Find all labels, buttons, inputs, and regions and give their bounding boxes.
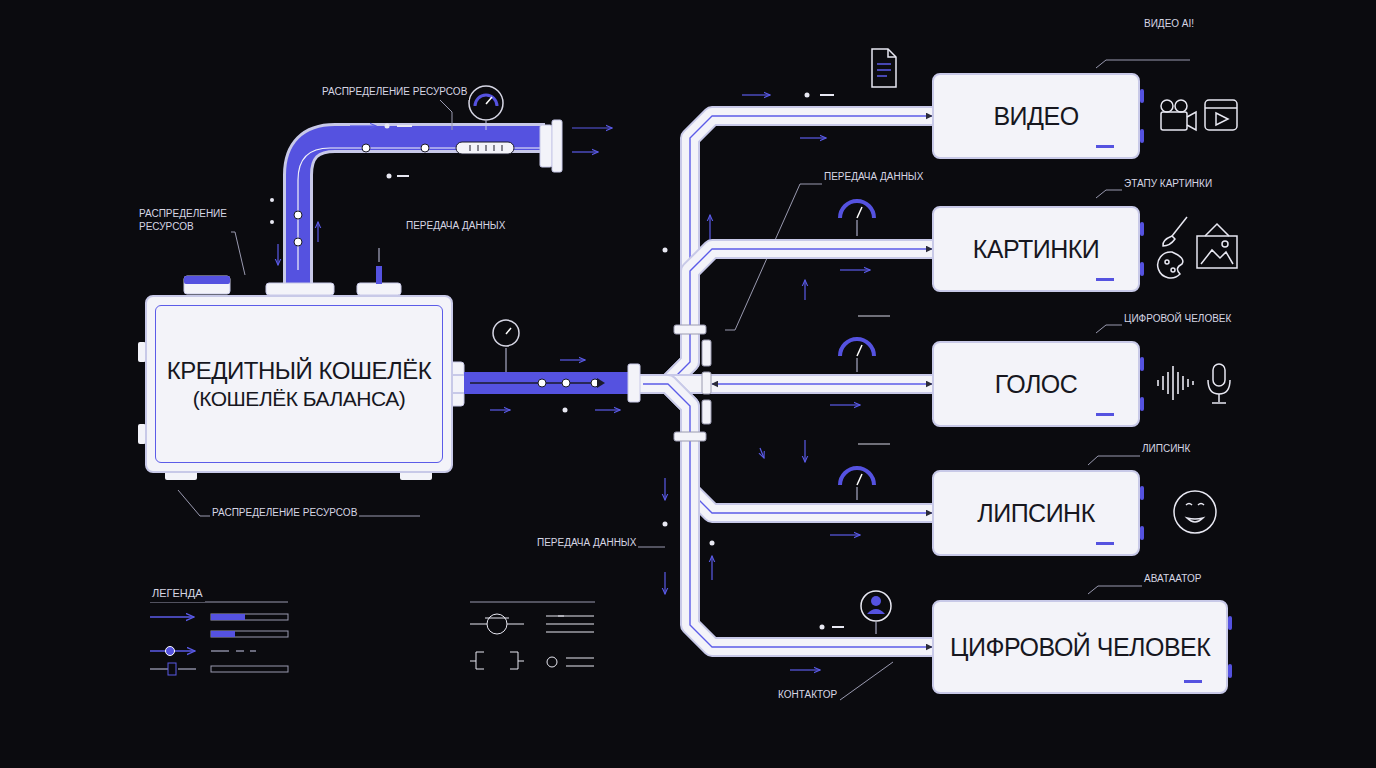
fitting xyxy=(376,266,382,284)
fitting xyxy=(184,276,230,294)
box-text: (КОШЕЛЁК БАЛАНСА) xyxy=(193,386,405,411)
side-tab xyxy=(1140,89,1144,103)
callout-label: РАСПРЕДЕЛЕНИЕ РЕСУРСОВ xyxy=(210,506,359,521)
status-bar xyxy=(1096,145,1114,148)
face-icon xyxy=(1174,491,1216,533)
pipe-outline xyxy=(453,249,932,384)
status-bar xyxy=(1096,413,1114,416)
waveform-icon xyxy=(1158,366,1193,400)
box-text: КАРТИНКИ xyxy=(973,234,1100,264)
box-text: ЦИФРОВОЙ ЧЕЛОВЕК xyxy=(950,632,1210,662)
brush-icon xyxy=(1163,217,1187,246)
supply-pipe xyxy=(464,364,640,402)
service-box: ЦИФРОВОЙ ЧЕЛОВЕК xyxy=(932,600,1228,694)
side-tab xyxy=(1228,616,1232,630)
callout-label: РАСПРЕДЕЛЕНИЕ РЕСУРСОВ xyxy=(320,85,469,100)
flow-line xyxy=(712,383,932,384)
resource-pipe xyxy=(266,120,562,295)
side-tab xyxy=(1140,486,1144,500)
callout-label: ВИДЕО AI! xyxy=(1142,17,1196,32)
callout-label: ЛИПСИНК xyxy=(1140,442,1192,457)
microphone-icon xyxy=(1208,364,1230,403)
legend-sample xyxy=(150,602,595,675)
fitting xyxy=(184,276,230,284)
flow-line xyxy=(643,384,932,647)
gauge xyxy=(469,86,890,500)
dot-dash xyxy=(397,94,844,628)
side-tab xyxy=(1140,357,1144,371)
callout-label: АВАТААТОР xyxy=(1142,572,1203,587)
box-text: ЛИПСИНК xyxy=(977,498,1094,528)
leader-line xyxy=(379,248,380,262)
flow-line xyxy=(643,249,932,384)
pipe-body xyxy=(453,249,932,384)
picture-icon xyxy=(1197,224,1237,268)
document-icon xyxy=(872,49,896,87)
side-tab xyxy=(1140,262,1144,276)
side-tab xyxy=(1140,222,1144,236)
pipe-outline xyxy=(453,116,932,384)
fitting xyxy=(357,283,401,295)
box-text: КРЕДИТНЫЙ КОШЕЛЁК xyxy=(167,357,431,386)
palette-icon xyxy=(1158,252,1183,278)
side-tab xyxy=(1140,397,1144,411)
pipe-body xyxy=(453,384,932,647)
play-icon xyxy=(1205,100,1237,130)
service-box: ВИДЕО xyxy=(932,73,1140,159)
callout-label: ПЕРЕДАЧА ДАННЫХ xyxy=(535,536,638,551)
pipe-connector xyxy=(453,116,932,384)
pipe-outline xyxy=(453,384,932,647)
status-bar xyxy=(1096,542,1114,545)
pipe-connector xyxy=(453,249,932,384)
status-bar xyxy=(1184,680,1202,683)
box-text: ВИДЕО xyxy=(993,101,1078,131)
callout-label: ЭТАПУ КАРТИНКИ xyxy=(1122,177,1214,192)
callout-label: ПЕРЕДАЧА ДАННЫХ xyxy=(822,170,925,185)
side-tab xyxy=(1140,526,1144,540)
video-camera-icon xyxy=(1161,100,1196,130)
pipe-body xyxy=(453,116,932,384)
service-box: КАРТИНКИ xyxy=(932,206,1140,292)
side-tab xyxy=(1140,129,1144,143)
callout-label: ПЕРЕДАЧА ДАННЫХ xyxy=(404,219,507,234)
side-tab xyxy=(1228,664,1232,678)
callout-label: КОНТАКТОР xyxy=(776,688,839,703)
pipe-coupling xyxy=(674,325,711,441)
wallet-box: КРЕДИТНЫЙ КОШЕЛЁК(КОШЕЛЁК БАЛАНСА) xyxy=(145,295,453,473)
callout-label: РАСПРЕДЕЛЕНИЕ РЕСУРСОВ xyxy=(137,207,231,234)
callout-label: ЛЕГЕНДА xyxy=(150,586,205,602)
service-box: ГОЛОС xyxy=(932,341,1140,427)
box-text: ГОЛОС xyxy=(995,369,1078,399)
user-icon xyxy=(861,591,891,634)
pipe-connector xyxy=(453,384,932,647)
service-box: ЛИПСИНК xyxy=(932,470,1140,556)
callout-label: ЦИФРОВОЙ ЧЕЛОВЕК xyxy=(1122,312,1233,327)
status-bar xyxy=(1096,278,1114,281)
